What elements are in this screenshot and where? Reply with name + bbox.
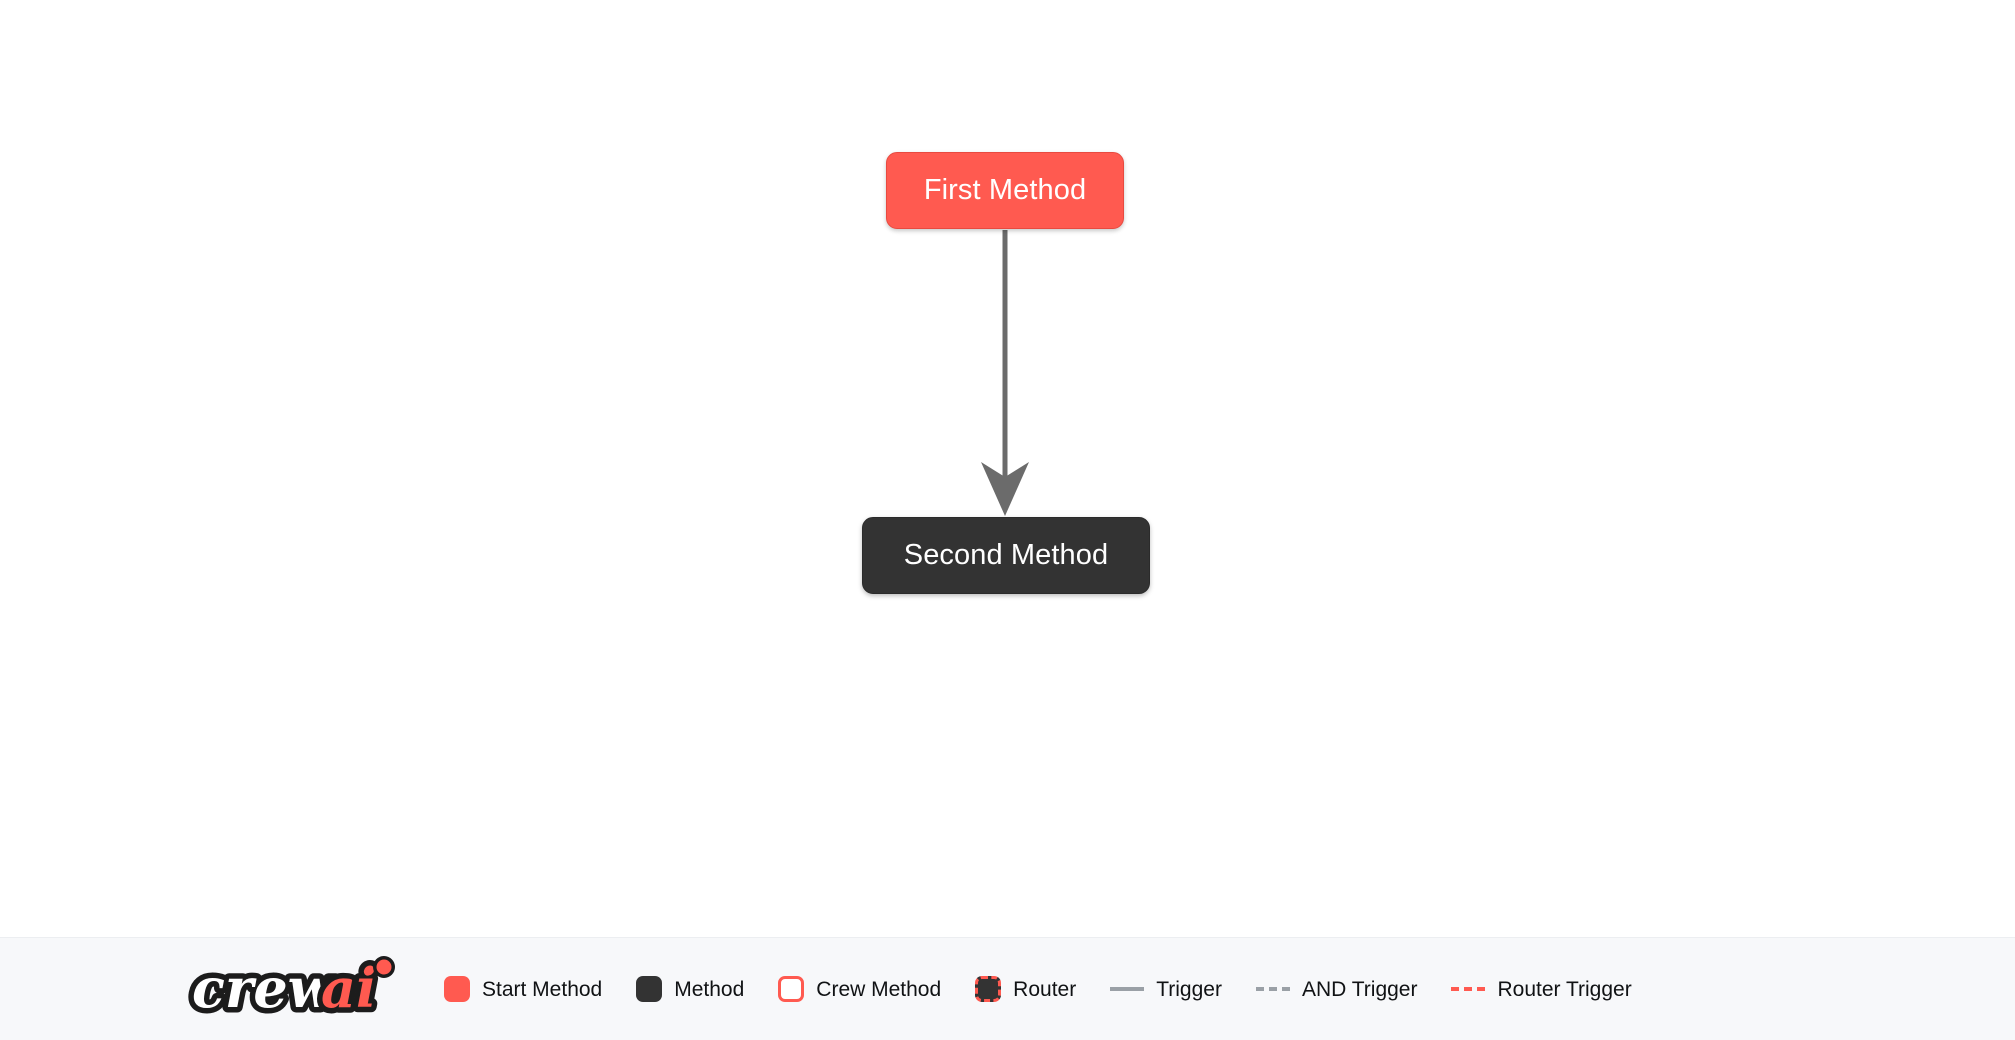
trigger-line-icon <box>1110 987 1145 991</box>
edge-layer <box>981 230 1029 516</box>
logo-word-primary: crew <box>192 956 337 1020</box>
legend-item-label: AND Trigger <box>1301 977 1418 1001</box>
legend-item-label: Start Method <box>482 977 603 1001</box>
logo-word-accent: ai <box>321 956 377 1020</box>
logo-word-primary-outline: crew <box>192 956 337 1020</box>
legend-item-crew-method[interactable]: Crew Method <box>778 976 941 1002</box>
logo-dot <box>376 959 392 975</box>
crewai-logo-icon: crew crew ai ai <box>188 953 395 1025</box>
crew-method-swatch-icon <box>778 976 805 1002</box>
start-method-swatch-icon <box>444 976 470 1002</box>
legend-item-router[interactable]: Router <box>975 976 1076 1002</box>
legend-item-label: Method <box>674 977 745 1001</box>
node-label: First Method <box>923 174 1087 206</box>
router-trigger-line-icon <box>1451 987 1486 991</box>
and-trigger-line-icon <box>1255 987 1290 991</box>
logo-word-accent-outline: ai <box>321 956 377 1020</box>
flow-canvas[interactable]: First Method Second Method <box>0 0 2015 937</box>
node-first-method[interactable]: First Method <box>886 152 1124 229</box>
crewai-logo: crew crew ai ai <box>188 953 406 1025</box>
edge-trigger-first-to-second <box>981 230 1029 516</box>
legend-item-label: Crew Method <box>816 977 942 1001</box>
legend-item-and-trigger[interactable]: AND Trigger <box>1255 977 1418 1001</box>
legend-item-label: Trigger <box>1156 977 1222 1001</box>
edge-arrowhead-icon <box>981 462 1029 516</box>
router-swatch-icon <box>975 976 1002 1002</box>
legend-item-label: Router <box>1013 977 1077 1001</box>
legend-item-start-method[interactable]: Start Method <box>444 976 602 1002</box>
method-swatch-icon <box>636 976 663 1002</box>
node-second-method[interactable]: Second Method <box>862 517 1150 594</box>
legend-bar: crew crew ai ai Start Method Method <box>0 937 2015 1040</box>
legend-item-trigger[interactable]: Trigger <box>1110 979 1222 1000</box>
legend-item-label: Router Trigger <box>1497 977 1632 1001</box>
legend-item-router-trigger[interactable]: Router Trigger <box>1451 977 1632 1001</box>
node-label: Second Method <box>903 539 1109 571</box>
legend-items: Start Method Method Crew Method Router T… <box>444 976 1632 1002</box>
legend-item-method[interactable]: Method <box>636 976 744 1002</box>
